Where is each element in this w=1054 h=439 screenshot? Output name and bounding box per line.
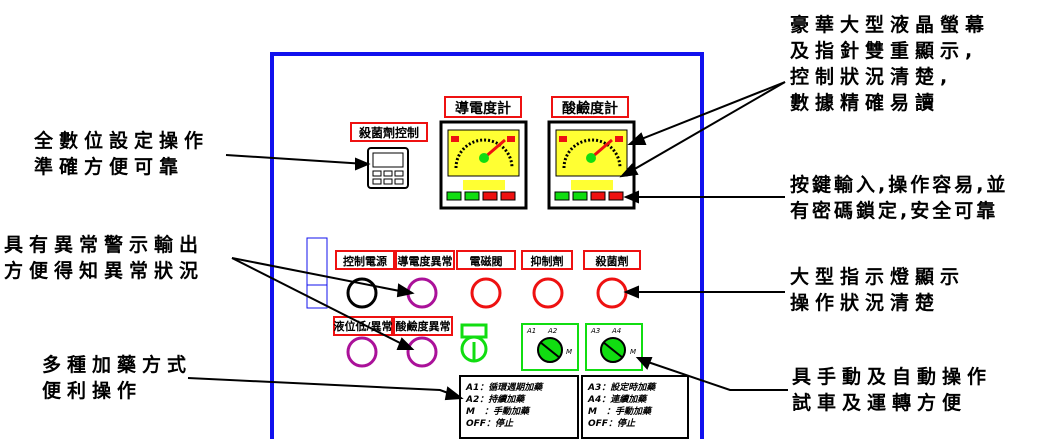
selector-switch-b: A3 A4 M	[585, 323, 643, 371]
callout-dosing-modes: 多種加藥方式 便利操作	[42, 352, 192, 404]
svg-text:OFF：停止: OFF：停止	[588, 418, 636, 429]
callout-key-line-1: 按鍵輸入,操作容易,並	[790, 174, 1009, 196]
svg-text:A2: A2	[547, 327, 558, 335]
lamp-label-ph-alarm: 酸鹼度異常	[396, 319, 451, 333]
svg-text:A2：持續加藥: A2：持續加藥	[465, 394, 526, 405]
lamp-control-power	[346, 277, 378, 309]
callout-key-input: 按鍵輸入,操作容易,並 有密碼鎖定,安全可靠	[790, 172, 1008, 224]
svg-text:A1：循環週期加藥: A1：循環週期加藥	[465, 382, 544, 393]
ph-label: 酸鹼度計	[562, 100, 618, 117]
legend-right: A3：設定時加藥 A4：連續加藥 M ：手動加藥 OFF：停止	[581, 375, 689, 439]
lamp-label-inhibitor: 抑制劑	[531, 254, 564, 268]
callout-alarm-output: 具有異常警示輸出 方便得知異常狀況	[4, 232, 204, 284]
callout-manual-auto: 具手動及自動操作 試車及運轉方便	[792, 364, 992, 416]
callout-alarm-line-2: 方便得知異常狀況	[4, 260, 205, 282]
lamp-inhibitor	[532, 277, 564, 309]
callout-display-line-3: 控制狀況清楚,	[790, 66, 954, 88]
callout-indicator-line-1: 大型指示燈顯示	[790, 266, 966, 288]
lamp-label-control-power: 控制電源	[343, 254, 387, 268]
svg-text:A3: A3	[590, 327, 600, 335]
lamp-label-biocide: 殺菌劑	[595, 254, 629, 268]
selector-switch-a: A1 A2 M	[521, 323, 579, 371]
callout-dosing-line-2: 便利操作	[42, 380, 143, 402]
lamp-ph-alarm	[406, 336, 438, 368]
callout-manual-line-1: 具手動及自動操作	[792, 366, 993, 388]
legend-left: A1：循環週期加藥 A2：持續加藥 M ：手動加藥 OFF：停止	[459, 375, 579, 439]
leader-lines	[187, 81, 788, 401]
callout-digital-line-1: 全數位設定操作	[34, 130, 210, 152]
biocide-controller	[367, 147, 409, 189]
svg-text:A4: A4	[611, 327, 621, 335]
conductivity-label-box	[444, 96, 522, 118]
lamp-label-solenoid: 電磁閥	[470, 254, 503, 268]
callout-display: 豪華大型液晶螢幕 及指針雙重顯示, 控制狀況清楚, 數據精確易讀	[790, 12, 990, 116]
lamp-solenoid	[470, 277, 502, 309]
callout-manual-line-2: 試車及運轉方便	[792, 392, 968, 414]
svg-text:OFF：停止: OFF：停止	[466, 418, 514, 429]
svg-text:M ：手動加藥: M ：手動加藥	[466, 406, 531, 417]
callout-digital-setting: 全數位設定操作 準確方便可靠	[34, 128, 209, 180]
callout-indicator-line-2: 操作狀況清楚	[790, 292, 941, 314]
callout-alarm-line-1: 具有異常警示輸出	[4, 234, 205, 256]
biocide-label-box	[350, 122, 428, 142]
callout-display-line-4: 數據精確易讀	[790, 92, 941, 114]
conductivity-meter	[439, 120, 528, 210]
conductivity-label: 導電度計	[455, 100, 511, 117]
callout-key-line-2: 有密碼鎖定,安全可靠	[790, 200, 999, 222]
svg-text:M ：手動加藥: M ：手動加藥	[588, 406, 653, 417]
callout-dosing-line-1: 多種加藥方式	[42, 354, 193, 376]
svg-text:A4：連續加藥: A4：連續加藥	[587, 394, 648, 405]
callout-display-line-2: 及指針雙重顯示,	[790, 40, 979, 62]
biocide-label: 殺菌劑控制	[358, 125, 419, 140]
green-push-button	[460, 323, 488, 363]
svg-text:M: M	[630, 348, 636, 356]
ph-meter	[547, 120, 636, 210]
svg-text:A1: A1	[526, 327, 536, 335]
svg-text:M: M	[566, 348, 572, 356]
lamp-biocide	[596, 277, 628, 309]
lamp-label-conductivity-alarm: 導電度異常	[398, 254, 453, 268]
callout-indicator-lights: 大型指示燈顯示 操作狀況清楚	[790, 264, 965, 316]
svg-text:A3：設定時加藥: A3：設定時加藥	[587, 382, 657, 393]
callout-digital-line-2: 準確方便可靠	[34, 156, 185, 178]
callout-display-line-1: 豪華大型液晶螢幕	[790, 14, 991, 36]
ph-label-box	[551, 96, 629, 118]
panel-outline	[270, 52, 704, 439]
lamp-label-level-low: 液位低/異常	[333, 319, 392, 333]
lamp-level-low	[346, 336, 378, 368]
